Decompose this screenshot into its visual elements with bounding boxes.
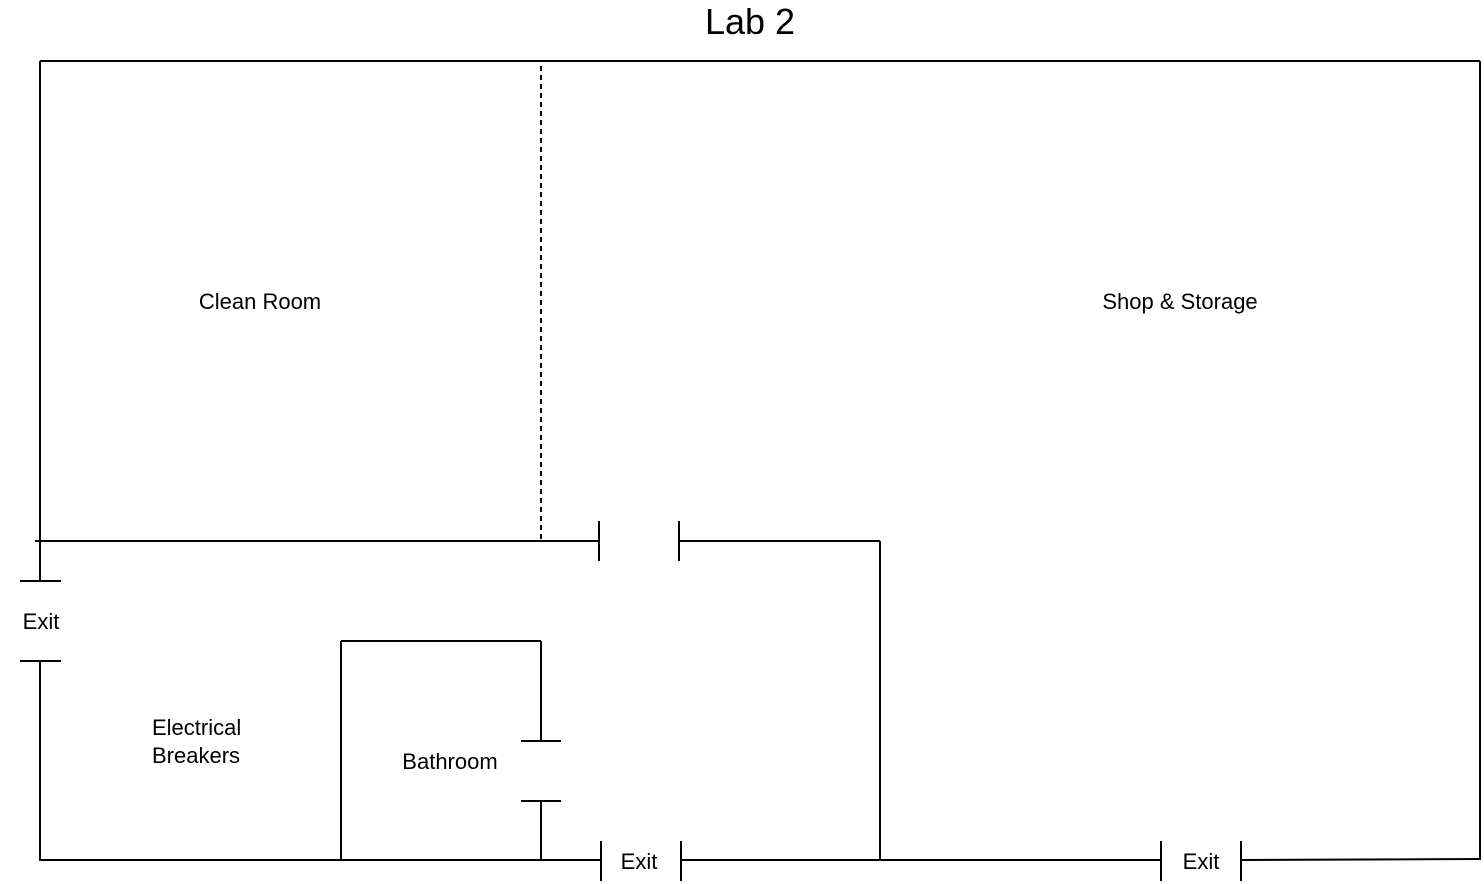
- diagram-title: Lab 2: [705, 1, 795, 42]
- bottom-right-exit-label: Exit: [1183, 849, 1220, 874]
- bottom-wall-right: [1240, 858, 1481, 861]
- left-exit-label: Exit: [23, 609, 60, 634]
- electrical-breakers-label-line1: Electrical: [152, 715, 241, 740]
- clean-room-label: Clean Room: [199, 289, 321, 314]
- shop-storage-label: Shop & Storage: [1102, 289, 1257, 314]
- bathroom-label: Bathroom: [402, 749, 497, 774]
- electrical-breakers-label-line2: Breakers: [152, 743, 240, 768]
- bottom-center-exit-label: Exit: [621, 849, 658, 874]
